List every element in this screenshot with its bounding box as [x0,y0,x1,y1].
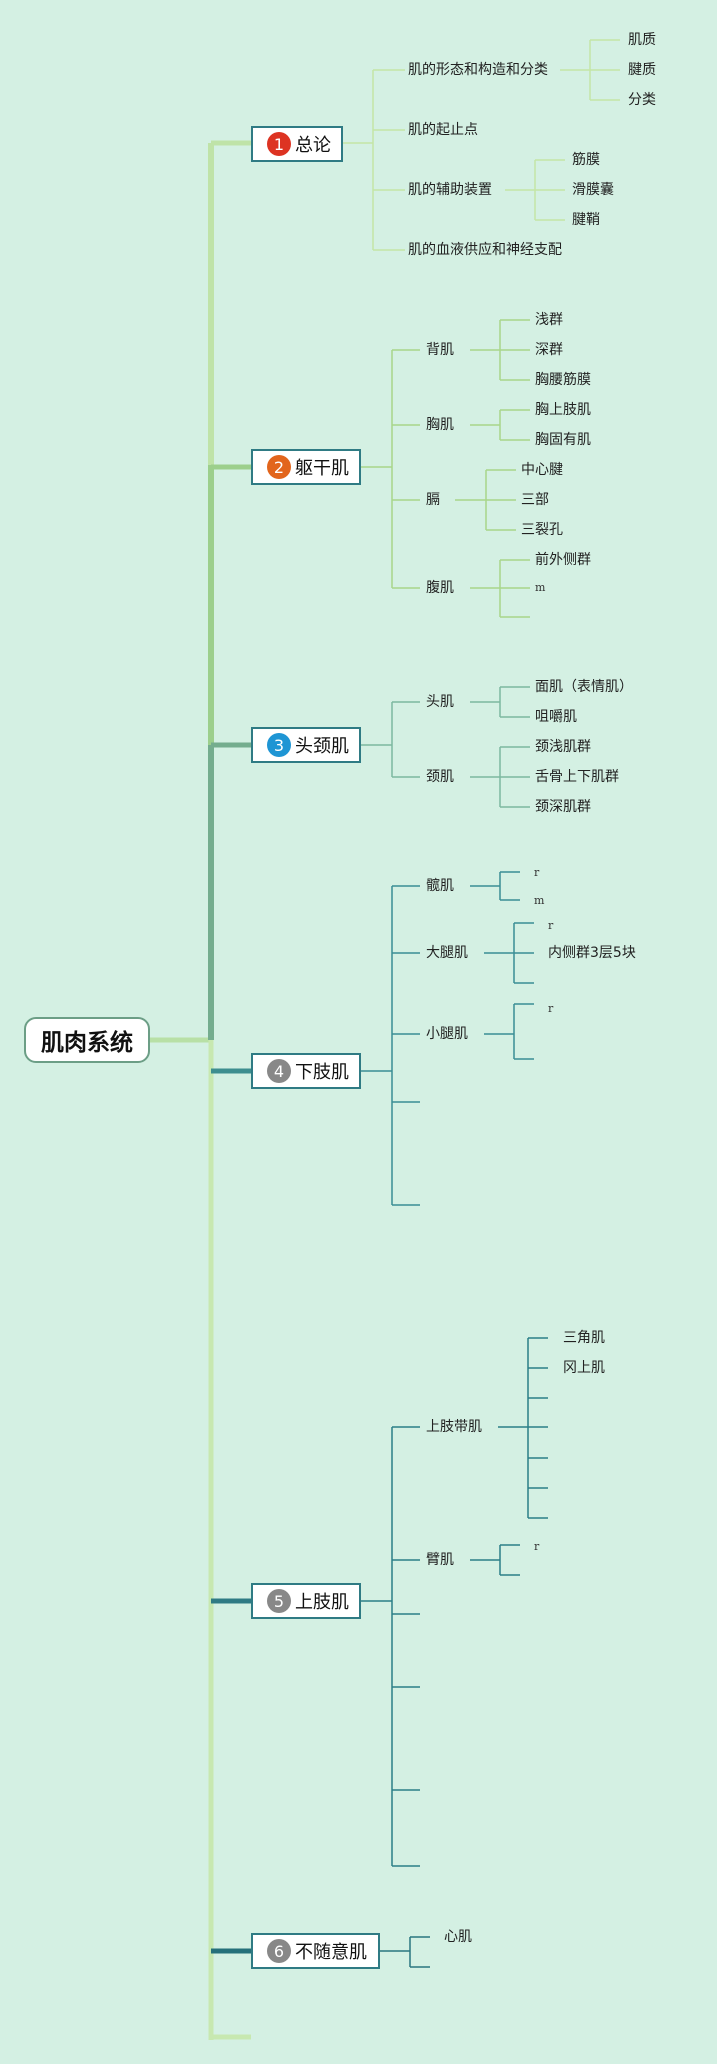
topic-leg-muscles[interactable]: 小腿肌 [426,1026,468,1042]
branch-2-label: 躯干肌 [295,458,349,479]
leaf-tendon-sheath[interactable]: 腱鞘 [572,212,600,228]
leaf-tendon-substance[interactable]: 腱质 [628,62,656,78]
branch-3-number-badge: 3 [267,733,291,757]
topic-muscle-form[interactable]: 肌的形态和构造和分类 [408,62,548,78]
leaf-leg-r[interactable]: r [548,1002,554,1015]
topic-head-muscles[interactable]: 头肌 [426,694,454,710]
leaf-abdomen-m[interactable]: m [535,581,546,594]
leaf-supraspinatus[interactable]: 冈上肌 [563,1360,605,1376]
root-node[interactable]: 肌肉系统 [24,1017,150,1063]
leaf-deltoid[interactable]: 三角肌 [563,1330,605,1346]
leaf-thigh-r[interactable]: r [548,919,554,932]
branch-2-number-badge: 2 [267,455,291,479]
leaf-three-parts[interactable]: 三部 [521,492,549,508]
topic-cardiac-muscle[interactable]: 心肌 [444,1929,472,1945]
leaf-deep-group[interactable]: 深群 [535,342,563,358]
leaf-bursa[interactable]: 滑膜囊 [572,182,614,198]
branch-6-number-badge: 6 [267,1939,291,1963]
topic-shoulder-girdle[interactable]: 上肢带肌 [426,1419,482,1435]
leaf-thoracolumbar-fascia[interactable]: 胸腰筋膜 [535,372,591,388]
leaf-muscle-substance[interactable]: 肌质 [628,32,656,48]
leaf-thoracoappendicular[interactable]: 胸上肢肌 [535,402,591,418]
leaf-classification[interactable]: 分类 [628,92,656,108]
root-label: 肌肉系统 [41,1030,133,1056]
branch-4-label: 下肢肌 [295,1062,349,1083]
leaf-arm-r[interactable]: r [534,1540,540,1553]
leaf-superficial-group[interactable]: 浅群 [535,312,563,328]
topic-muscle-blood-nerve[interactable]: 肌的血液供应和神经支配 [408,242,562,258]
leaf-deep-neck[interactable]: 颈深肌群 [535,799,591,815]
leaf-fascia[interactable]: 筋膜 [572,152,600,168]
branch-3-label: 头颈肌 [295,736,349,757]
topic-muscle-auxiliary[interactable]: 肌的辅助装置 [408,182,492,198]
topic-diaphragm[interactable]: 膈 [426,492,440,508]
topic-hip-muscles[interactable]: 髋肌 [426,878,454,894]
leaf-central-tendon[interactable]: 中心腱 [521,462,563,478]
leaf-facial-muscles[interactable]: 面肌（表情肌） [535,679,633,695]
leaf-superficial-neck[interactable]: 颈浅肌群 [535,739,591,755]
branch-1-label: 总论 [295,135,331,156]
topic-arm-muscles[interactable]: 臂肌 [426,1552,454,1568]
branch-6-label: 不随意肌 [295,1942,367,1963]
leaf-intrinsic-chest[interactable]: 胸固有肌 [535,432,591,448]
leaf-hyoid-muscles[interactable]: 舌骨上下肌群 [535,769,619,785]
topic-neck-muscles[interactable]: 颈肌 [426,769,454,785]
topic-muscle-attachment[interactable]: 肌的起止点 [408,122,478,138]
leaf-anterolateral-group[interactable]: 前外侧群 [535,552,591,568]
topic-chest-muscles[interactable]: 胸肌 [426,417,454,433]
branch-1-number-badge: 1 [267,132,291,156]
branch-5-number-badge: 5 [267,1589,291,1613]
branch-5-label: 上肢肌 [295,1592,349,1613]
branch-4-number-badge: 4 [267,1059,291,1083]
topic-thigh-muscles[interactable]: 大腿肌 [426,945,468,961]
topic-back-muscles[interactable]: 背肌 [426,342,454,358]
leaf-hip-m[interactable]: m [534,894,545,907]
leaf-medial-group[interactable]: 内侧群3层5块 [548,945,636,961]
topic-abdominal-muscles[interactable]: 腹肌 [426,580,454,596]
leaf-masticatory-muscles[interactable]: 咀嚼肌 [535,709,577,725]
leaf-three-hiatuses[interactable]: 三裂孔 [521,522,563,538]
leaf-hip-r[interactable]: r [534,866,540,879]
